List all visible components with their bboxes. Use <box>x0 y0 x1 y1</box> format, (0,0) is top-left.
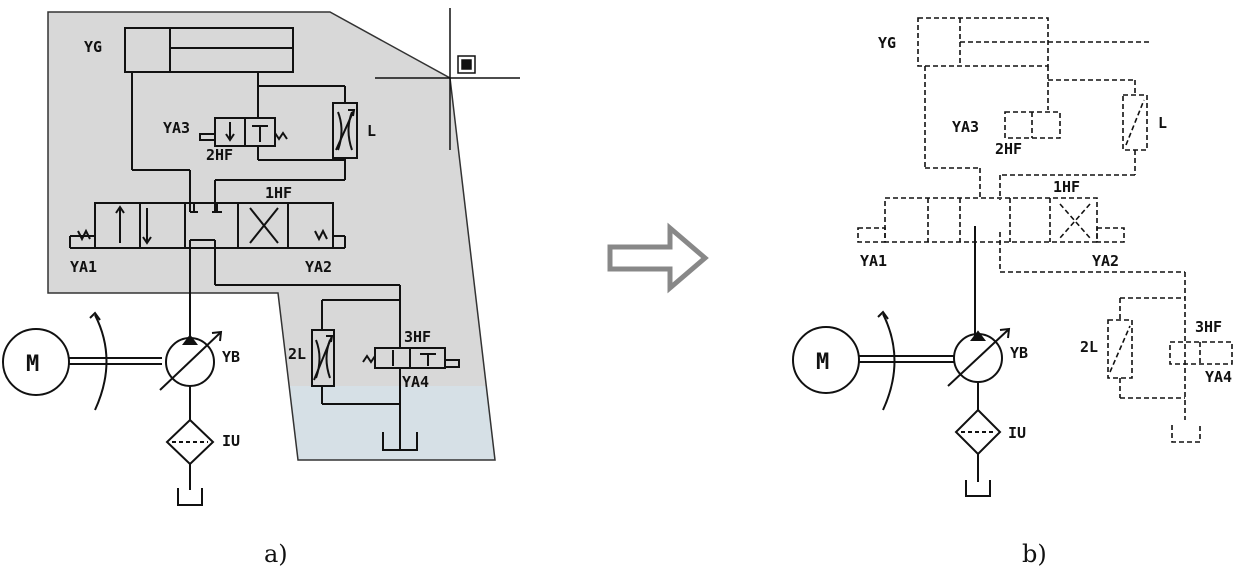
throttle-l-dashed <box>1122 94 1148 151</box>
label-ya2: YA2 <box>305 258 332 276</box>
label-ya1: YA1 <box>70 258 97 276</box>
main-valve-1hf <box>69 202 346 249</box>
valve-ya3-2hf-dashed <box>1004 111 1061 139</box>
pump-yb-b <box>947 327 1011 387</box>
panel-b: YG YA3 2HF L 1HF YA1 YA2 M YB IU 2L 3HF … <box>792 17 1233 497</box>
valve-3hf-dashed <box>1169 341 1233 365</box>
label-3hf: 3HF <box>404 328 431 346</box>
label-iu: IU <box>222 432 240 450</box>
label-iu-b: IU <box>1008 424 1026 442</box>
label-ya2-b: YA2 <box>1092 252 1119 270</box>
label-2l-b: 2L <box>1080 338 1098 356</box>
throttle-2l-dashed <box>1107 319 1133 379</box>
motor-m <box>2 311 162 411</box>
cylinder-yg <box>124 27 294 73</box>
label-m-b: M <box>816 350 829 375</box>
caption-b: b) <box>1022 540 1047 568</box>
label-yb-b: YB <box>1010 344 1028 362</box>
throttle-l <box>332 102 358 159</box>
label-l-b: L <box>1158 114 1167 132</box>
label-ya1-b: YA1 <box>860 252 887 270</box>
valve-3hf <box>362 347 460 369</box>
label-ya4-b: YA4 <box>1205 368 1232 386</box>
caption-a: a) <box>264 540 288 568</box>
label-2hf: 2HF <box>206 146 233 164</box>
label-2l: 2L <box>288 345 306 363</box>
label-1hf: 1HF <box>265 184 292 202</box>
label-2hf-b: 2HF <box>995 140 1022 158</box>
label-ya3: YA3 <box>163 119 190 137</box>
pump-yb <box>159 330 223 391</box>
valve-ya3-2hf <box>199 117 288 147</box>
label-ya3-b: YA3 <box>952 118 979 136</box>
filter-iu <box>165 418 215 466</box>
hollow-right-arrow-icon <box>607 222 709 294</box>
cylinder-yg-dashed <box>917 17 1150 67</box>
label-ya4: YA4 <box>402 373 429 391</box>
filter-iu-b <box>954 408 1002 456</box>
motor-m-b <box>792 310 955 411</box>
label-yg: YG <box>84 38 102 56</box>
label-1hf-b: 1HF <box>1053 178 1080 196</box>
label-yg-b: YG <box>878 34 896 52</box>
selection-region <box>47 11 496 461</box>
label-3hf-b: 3HF <box>1195 318 1222 336</box>
label-m: M <box>26 352 39 377</box>
label-yb: YB <box>222 348 240 366</box>
main-valve-1hf-dashed <box>857 197 1125 243</box>
panel-a: YG YA3 2HF L 1HF YA1 YA2 M YB IU 2L 3HF … <box>2 8 520 506</box>
crosshair-cursor-icon <box>375 8 520 150</box>
label-l: L <box>367 122 376 140</box>
